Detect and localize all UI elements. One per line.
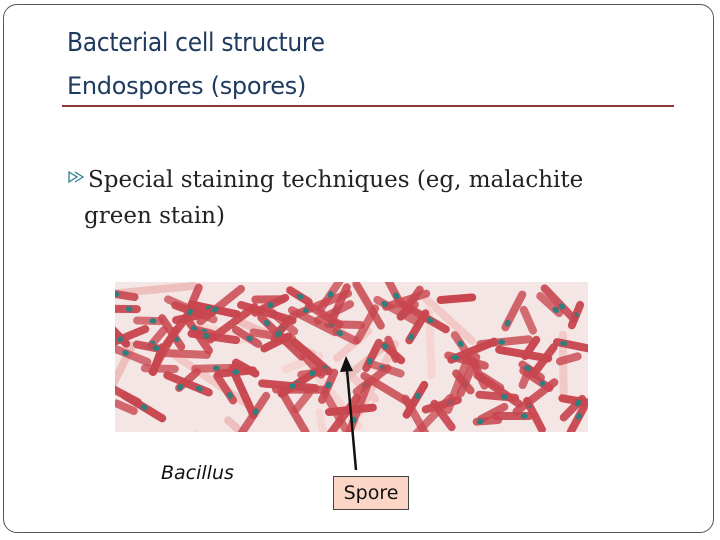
open-arrow-bullet-icon <box>68 170 85 184</box>
slide-title: Bacterial cell structure <box>67 28 325 58</box>
bullet-text-line2: green stain) <box>84 203 225 229</box>
slide-subtitle: Endospores (spores) <box>67 72 307 100</box>
bacillus-label: Bacillus <box>161 462 234 484</box>
micrograph-image <box>115 282 588 432</box>
title-divider <box>62 105 674 107</box>
micrograph-drawing <box>115 282 588 432</box>
bullet-text-line1: Special staining techniques (eg, malachi… <box>88 167 584 193</box>
spore-label: Spore <box>333 476 409 510</box>
slide-frame <box>3 4 714 533</box>
bullet-point: Special staining techniques (eg, malachi… <box>68 162 668 234</box>
